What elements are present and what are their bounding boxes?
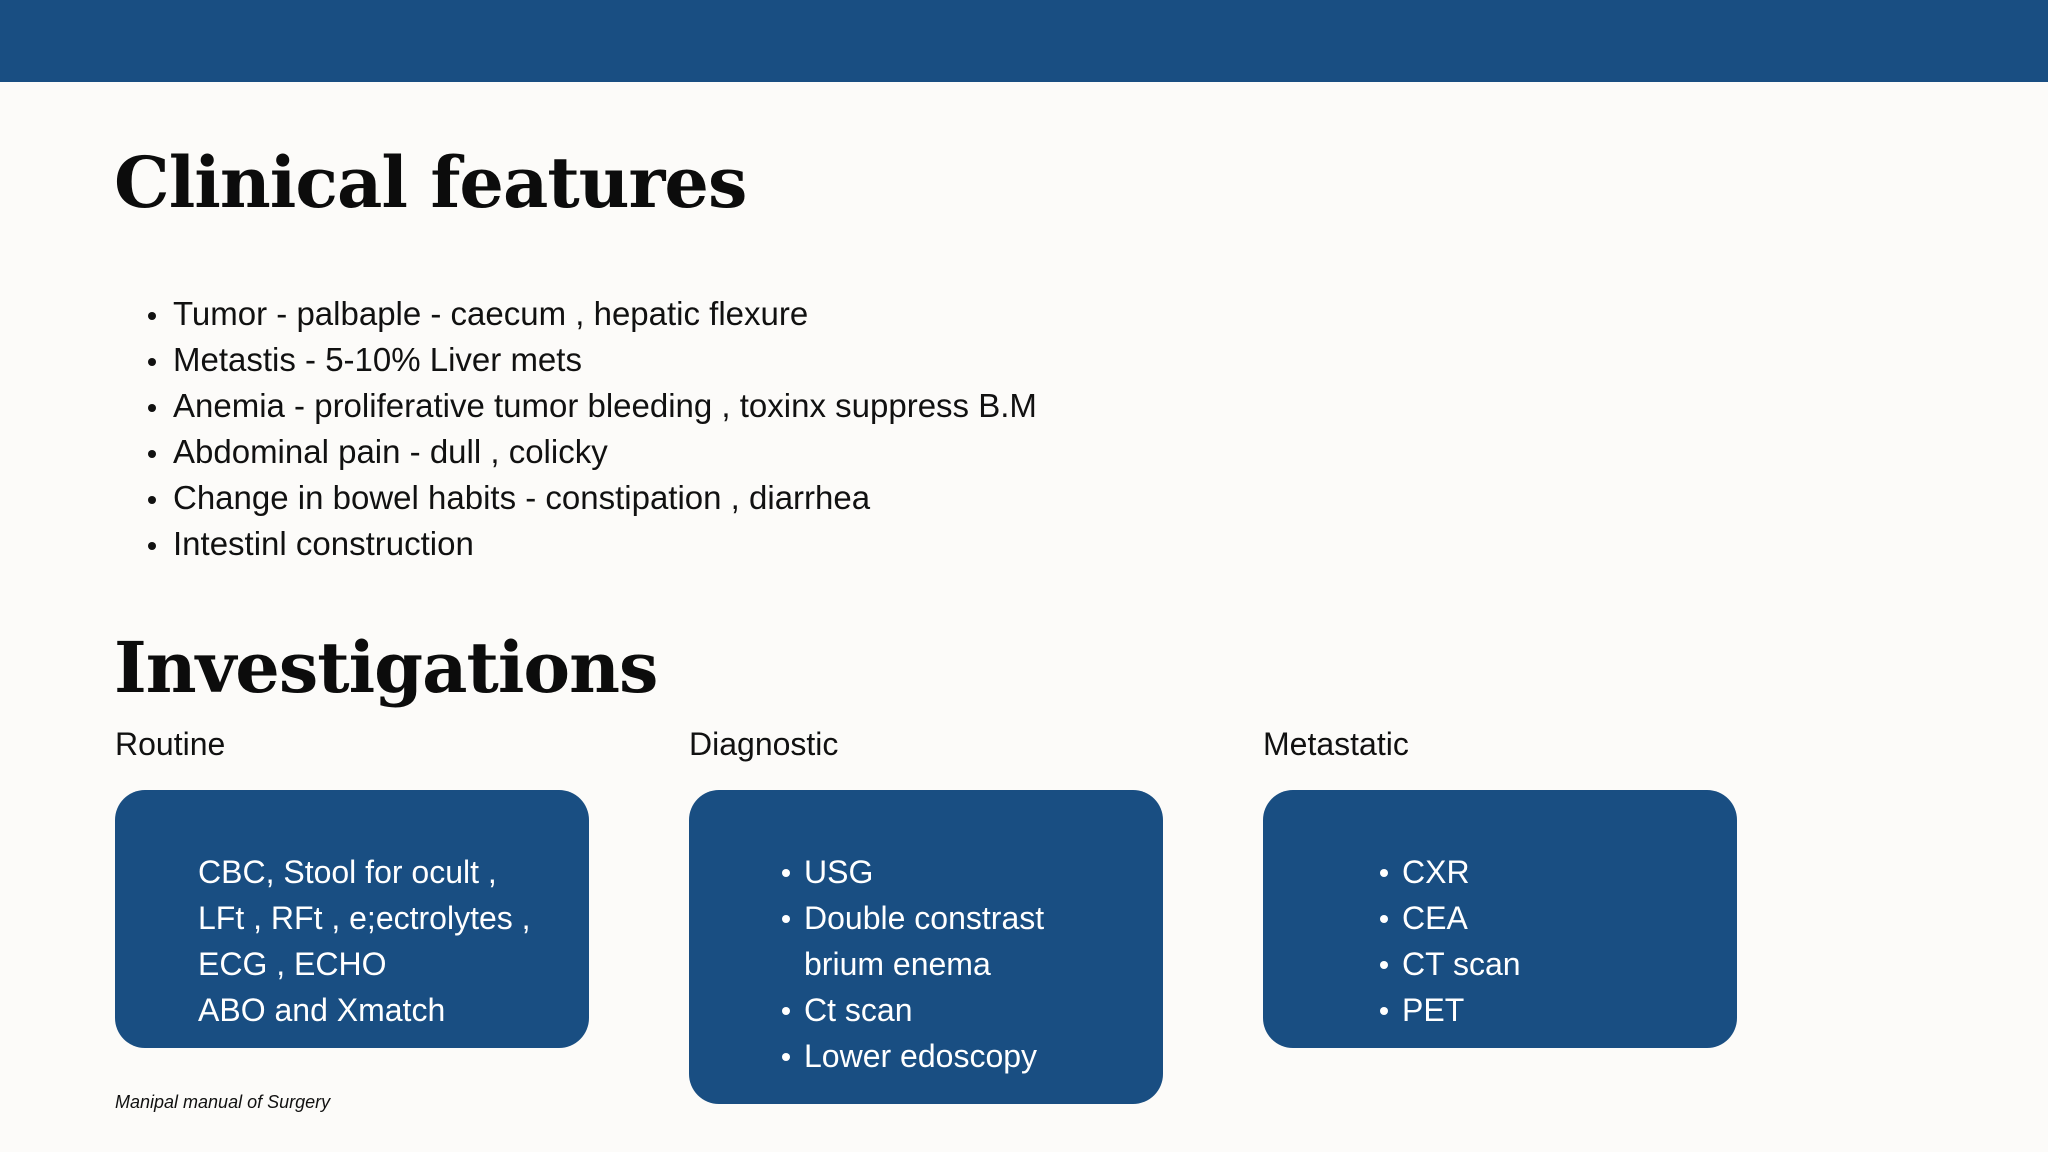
- metastatic-label: Metastatic: [1263, 726, 1409, 762]
- routine-label: Routine: [115, 726, 226, 762]
- clinical-feature-item: Metastis - 5-10% Liver mets: [140, 337, 1037, 383]
- diagnostic-item: Ct scan: [781, 987, 1044, 1033]
- routine-item: CBC, Stool for ocult ,: [198, 854, 497, 890]
- diagnostic-item: Double constrast: [781, 895, 1044, 941]
- diagnostic-card: USG Double constrast brium enema Ct scan…: [689, 790, 1163, 1104]
- clinical-features-title: Clinical features: [114, 141, 747, 224]
- source-citation: Manipal manual of Surgery: [115, 1092, 331, 1112]
- clinical-feature-item: Change in bowel habits - constipation , …: [140, 475, 1037, 521]
- investigations-title: Investigations: [114, 626, 658, 709]
- diagnostic-list: USG Double constrast brium enema Ct scan…: [781, 849, 1044, 1079]
- header-bar: [0, 0, 2048, 82]
- diagnostic-label: Diagnostic: [689, 726, 839, 762]
- metastatic-list: CXR CEA CT scan PET: [1380, 849, 1521, 1033]
- diagnostic-item: Lower edoscopy: [781, 1033, 1044, 1079]
- routine-item: ABO and Xmatch: [198, 992, 446, 1028]
- clinical-feature-item: Abdominal pain - dull , colicky: [140, 429, 1037, 475]
- routine-item: LFt , RFt , e;ectrolytes ,: [198, 900, 531, 936]
- diagnostic-item: USG: [781, 849, 1044, 895]
- diagnostic-item-continued: brium enema: [804, 946, 991, 982]
- metastatic-item: PET: [1380, 987, 1521, 1033]
- metastatic-item: CXR: [1380, 849, 1521, 895]
- routine-card: CBC, Stool for ocult , LFt , RFt , e;ect…: [115, 790, 589, 1048]
- metastatic-item: CEA: [1380, 895, 1521, 941]
- metastatic-card: CXR CEA CT scan PET: [1263, 790, 1737, 1048]
- clinical-feature-item: Intestinl construction: [140, 521, 1037, 567]
- clinical-feature-item: Tumor - palbaple - caecum , hepatic flex…: [140, 291, 1037, 337]
- metastatic-item: CT scan: [1380, 941, 1521, 987]
- routine-item: ECG , ECHO: [198, 946, 387, 982]
- clinical-feature-item: Anemia - proliferative tumor bleeding , …: [140, 383, 1037, 429]
- clinical-features-list: Tumor - palbaple - caecum , hepatic flex…: [140, 291, 1037, 567]
- routine-list: CBC, Stool for ocult , LFt , RFt , e;ect…: [198, 849, 531, 1033]
